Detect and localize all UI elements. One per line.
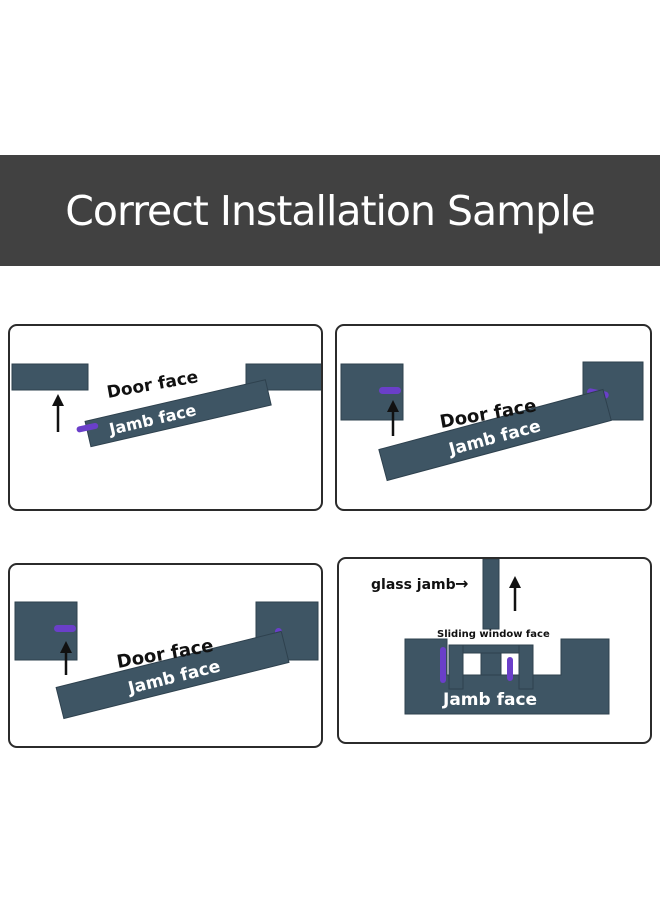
seal-strip-left [379, 387, 401, 394]
diagram-svg: Jamb face Door face [340, 361, 644, 482]
diagram-svg: Jamb face Door face [11, 363, 321, 448]
jamb-board [84, 379, 272, 448]
seal-strip-left [54, 625, 76, 632]
diagram-panel-2: Jamb face Door face [335, 324, 652, 511]
diagram-svg: Sliding window face Jamb face glass jamb… [371, 559, 610, 715]
door-face-label: Door face [105, 367, 199, 403]
diagram-svg: Jamb face Door face [14, 601, 319, 720]
diagram-panel-1: Jamb face Door face [8, 324, 323, 511]
window-channel-left [448, 644, 464, 690]
jamb-board [378, 388, 612, 482]
arrow-up-icon [387, 400, 399, 436]
seal-strip [76, 422, 99, 433]
diagram-panel-4: Sliding window face Jamb face glass jamb… [337, 557, 652, 744]
jamb-board [55, 630, 290, 720]
arrow-up-icon [52, 394, 64, 432]
jamb-face-label: Jamb face [442, 690, 537, 710]
seal-strip-left [440, 647, 446, 683]
glass-stem [480, 652, 502, 676]
diagram-panel-3: Jamb face Door face [8, 563, 323, 748]
sliding-window-face-label: Sliding window face [437, 629, 550, 640]
arrow-up-icon [509, 576, 521, 611]
arrow-up-icon [60, 641, 72, 675]
seal-strip-right [507, 657, 513, 681]
window-channel-right [518, 644, 534, 690]
window-channel-top [462, 644, 520, 654]
page-title: Correct Installation Sample [65, 186, 596, 235]
glass-jamb-label: glass jamb [371, 577, 456, 593]
glass-jamb-pole [482, 559, 500, 630]
right-arrow-icon: → [455, 574, 468, 593]
frame-block-left [11, 363, 89, 391]
title-banner: Correct Installation Sample [0, 155, 660, 266]
